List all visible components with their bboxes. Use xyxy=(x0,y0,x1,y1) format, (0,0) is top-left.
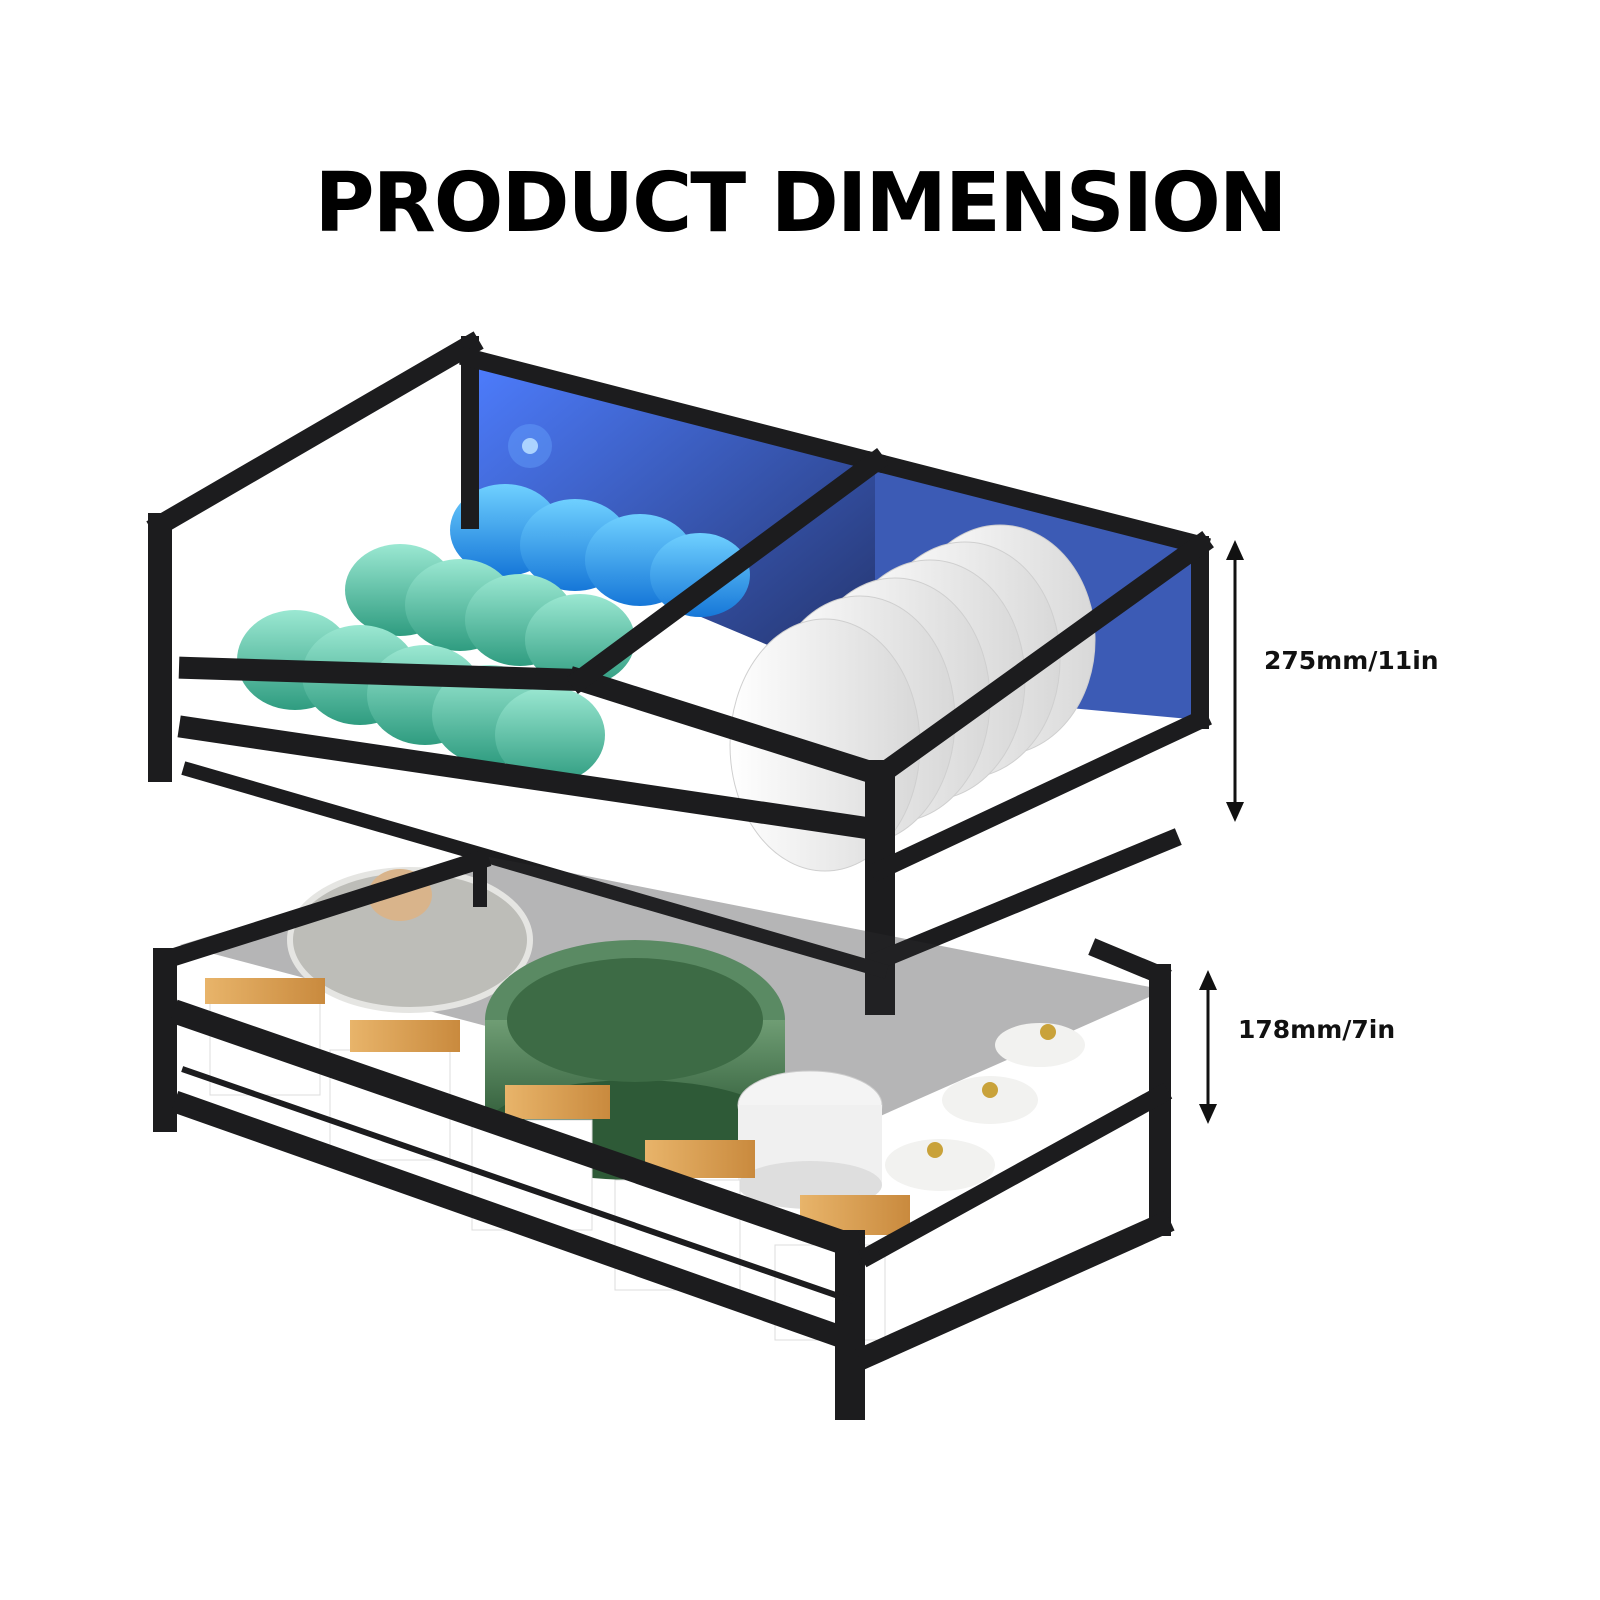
spice-jars xyxy=(885,1023,1085,1191)
led-light xyxy=(522,438,538,454)
upper-dimension-arrow xyxy=(1226,540,1244,822)
upper-tier-height-label: 275mm/11in xyxy=(1264,646,1439,675)
page-title: PRODUCT DIMENSION xyxy=(314,155,1288,251)
lower-dimension-arrow xyxy=(1199,970,1217,1124)
lower-tier-rack xyxy=(153,848,1175,1420)
lower-tier-height-label: 178mm/7in xyxy=(1238,1015,1396,1044)
upper-frame xyxy=(146,331,1214,1015)
upper-tier-rack xyxy=(146,331,1214,1015)
lower-frame xyxy=(153,848,1175,1420)
white-bowl-stack xyxy=(737,1070,883,1209)
